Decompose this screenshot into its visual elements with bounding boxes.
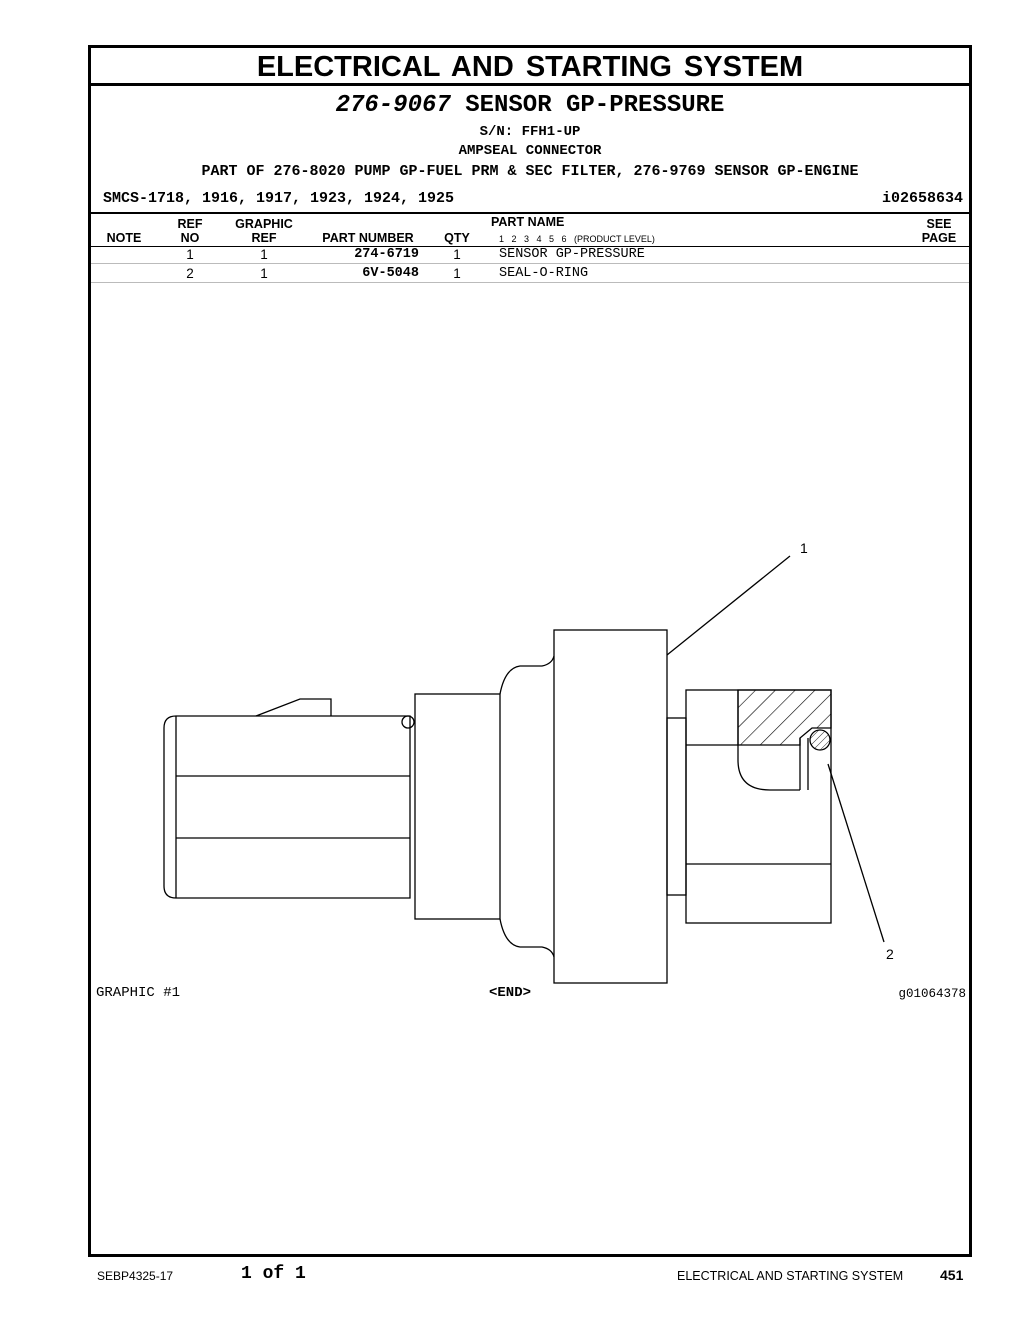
- callout-1: 1: [800, 540, 808, 556]
- col-part-number: PART NUMBER: [322, 231, 414, 245]
- illustration-id: i02658634: [881, 190, 963, 207]
- group-title: 276-9067 SENSOR GP-PRESSURE: [91, 92, 969, 119]
- row-qty: 1: [453, 247, 461, 262]
- col-see-bottom: PAGE: [921, 231, 957, 245]
- col-part-name: PART NAME: [491, 215, 565, 229]
- footer-doc-number: SEBP4325-17: [97, 1269, 174, 1283]
- footer-section: ELECTRICAL AND STARTING SYSTEM: [677, 1269, 904, 1283]
- footer-page-number: 451: [940, 1267, 964, 1283]
- row-graphic-ref: 1: [260, 247, 268, 262]
- graphic-label: GRAPHIC #1: [96, 985, 181, 1001]
- row-part-number: 6V-5048: [362, 266, 419, 281]
- row-divider: [91, 282, 969, 283]
- header-rule: [91, 212, 969, 214]
- row-part-name: SEAL-O-RING: [499, 266, 589, 281]
- page-frame: ELECTRICAL AND STARTING SYSTEM 276-9067 …: [88, 45, 972, 1257]
- row-graphic-ref: 1: [260, 266, 268, 281]
- col-graphic-top: GRAPHIC: [235, 217, 293, 231]
- col-ref-bottom: NO: [180, 231, 200, 245]
- group-number: 276-9067: [335, 92, 451, 119]
- part-of-line: PART OF 276-8020 PUMP GP-FUEL PRM & SEC …: [201, 163, 859, 180]
- row-part-name: SENSOR GP-PRESSURE: [499, 247, 645, 262]
- connector-type: AMPSEAL CONNECTOR: [458, 143, 602, 159]
- smcs-codes: SMCS-1718, 1916, 1917, 1923, 1924, 1925: [103, 190, 455, 207]
- row-ref: 2: [186, 266, 194, 281]
- end-marker: <END>: [489, 985, 532, 1001]
- serial-number: S/N: FFH1-UP: [479, 124, 581, 140]
- col-see-top: SEE: [926, 217, 952, 231]
- graphic-id: g01064378: [898, 987, 966, 1001]
- row-part-number: 274-6719: [354, 247, 419, 262]
- row-divider: [91, 263, 969, 264]
- col-note: NOTE: [106, 231, 142, 245]
- col-ref-top: REF: [177, 217, 203, 231]
- footer-page-of: 1 of 1: [241, 1264, 306, 1284]
- row-ref: 1: [186, 247, 194, 262]
- section-title: ELECTRICAL AND STARTING SYSTEM: [91, 48, 969, 86]
- group-name: SENSOR GP-PRESSURE: [465, 92, 725, 119]
- col-qty: QTY: [444, 231, 470, 245]
- callout-2: 2: [886, 946, 894, 962]
- col-graphic-bottom: REF: [251, 231, 277, 245]
- row-qty: 1: [453, 266, 461, 281]
- product-levels: 1 2 3 4 5 6 (PRODUCT LEVEL): [499, 234, 655, 244]
- table-header-rule: [91, 246, 969, 247]
